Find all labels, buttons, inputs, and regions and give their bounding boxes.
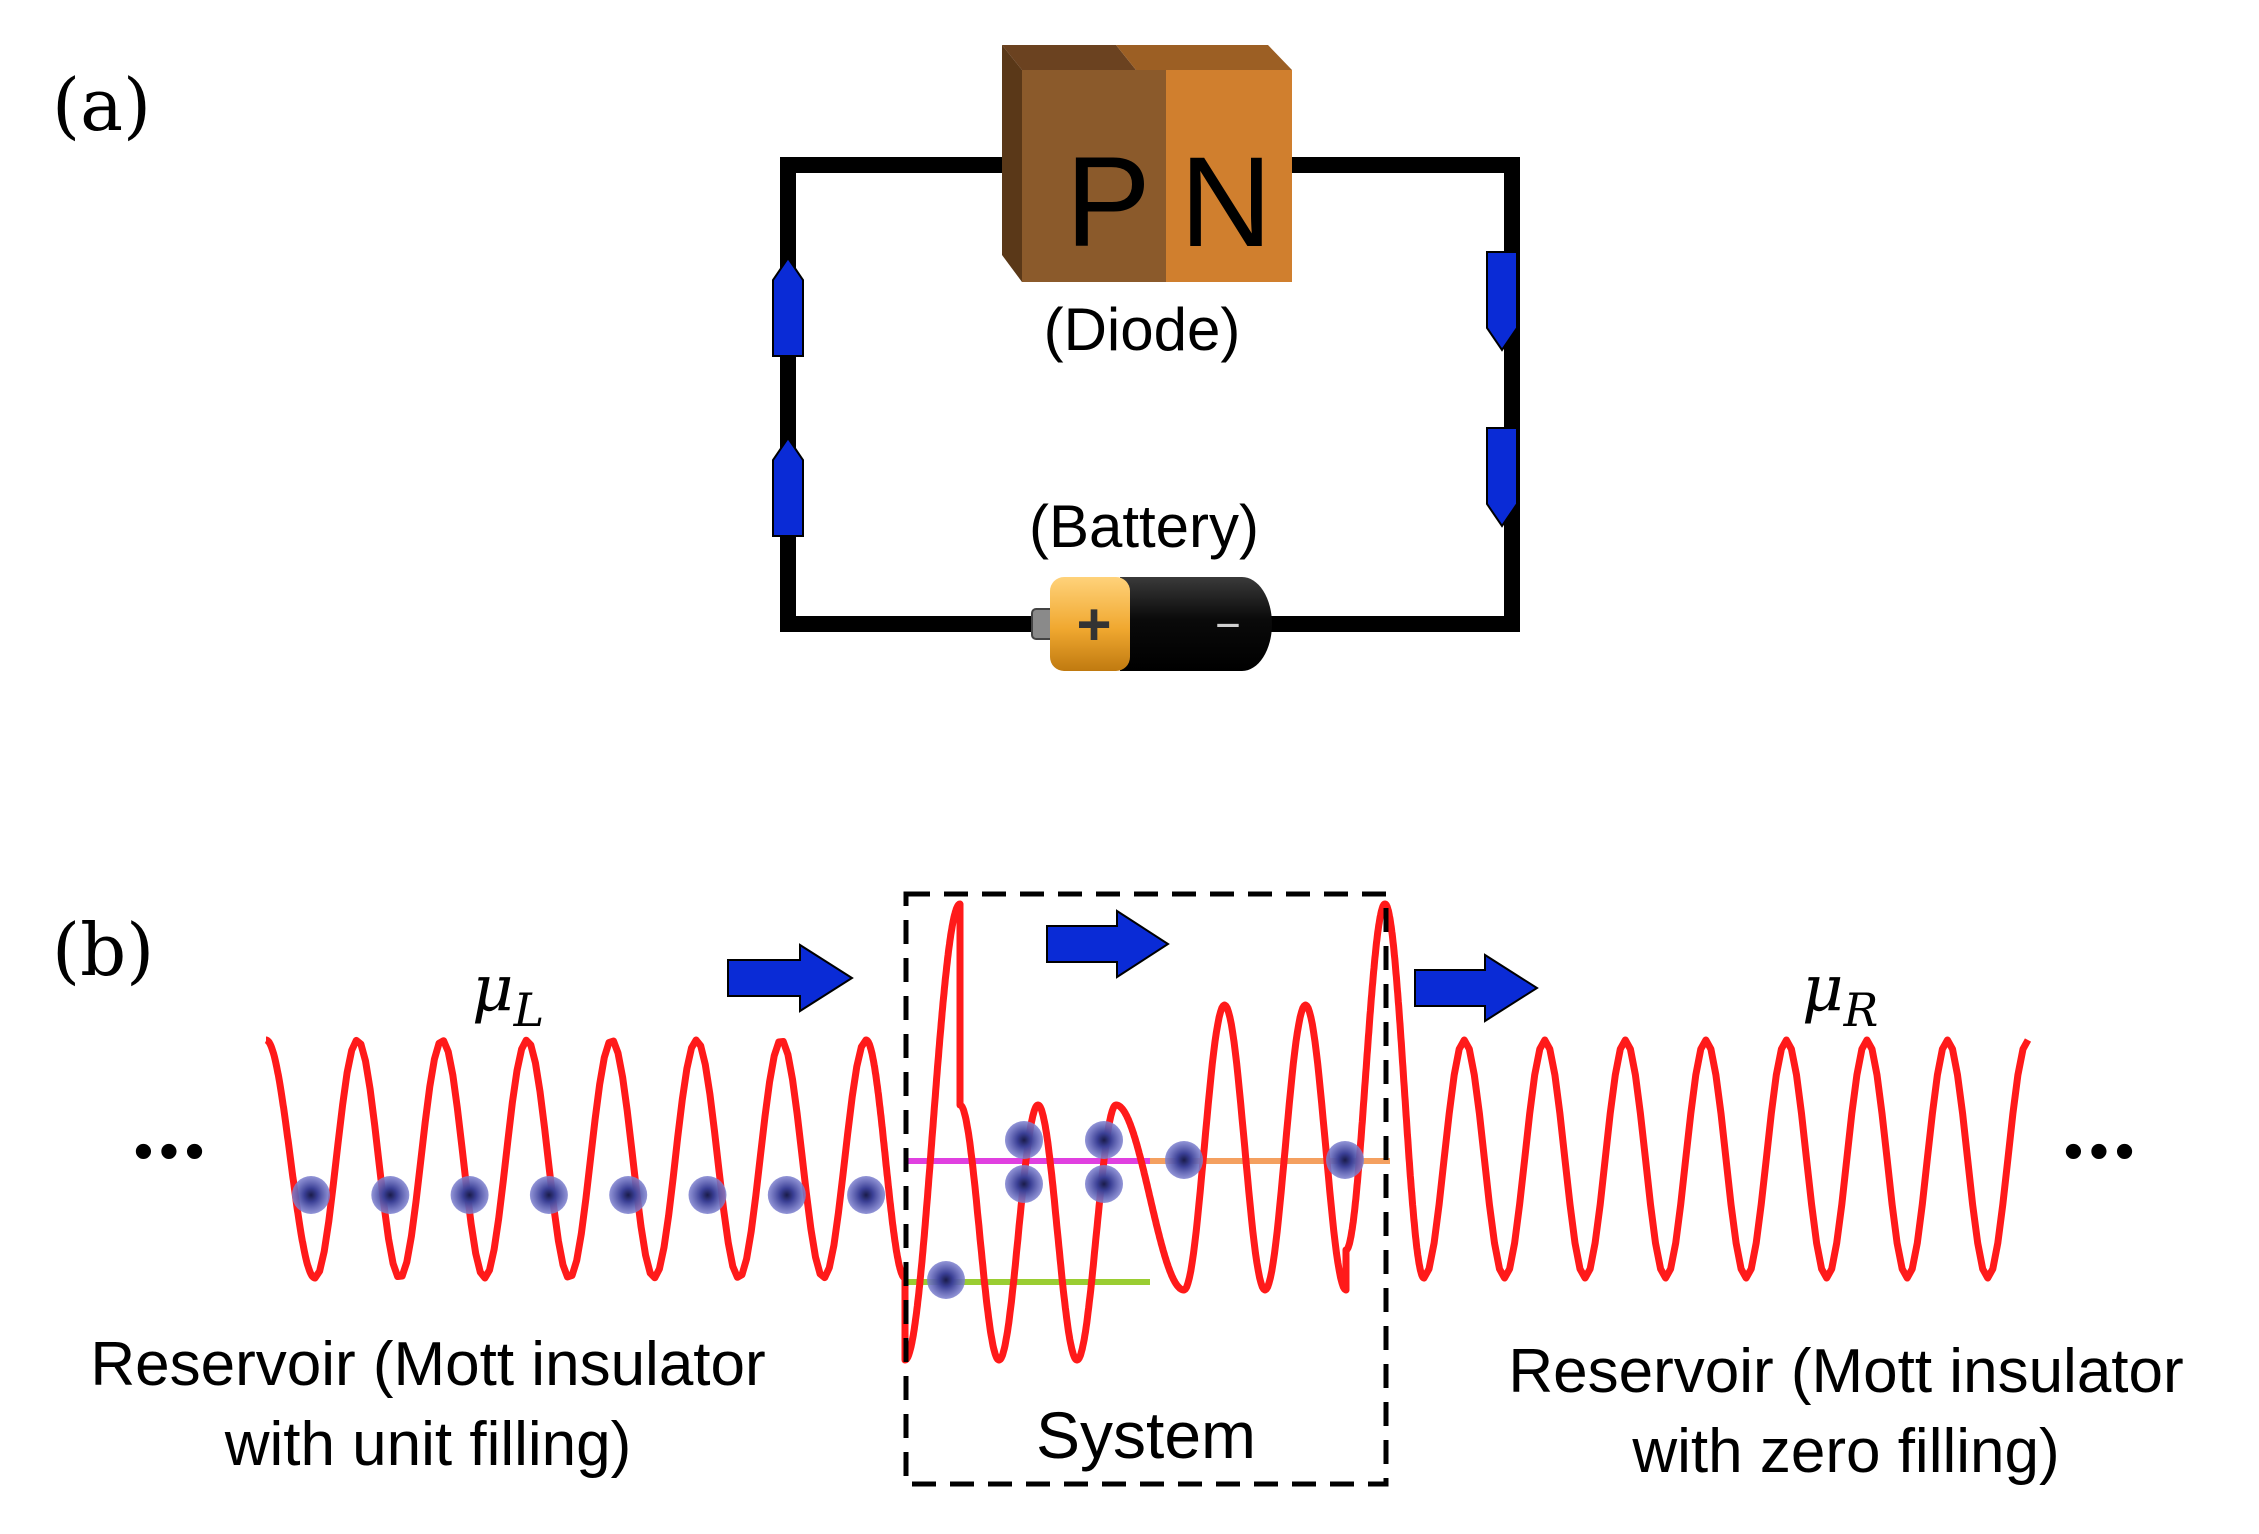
- atom-icon: [292, 1176, 330, 1214]
- atom-icon: [1005, 1121, 1043, 1159]
- diode-p-label: P: [1065, 131, 1150, 274]
- panel-b: (b) μL μR ••• ••• System Reservoir (Mott…: [52, 891, 2184, 1487]
- mu-right-label: μR: [1802, 952, 1878, 1037]
- mu-left-label: μL: [472, 952, 544, 1037]
- left-reservoir-line2: with unit filling): [224, 1410, 632, 1479]
- arrow-up-icon: [772, 256, 804, 357]
- flow-arrow-center: [1046, 909, 1170, 979]
- current-arrow-right-lower: [1486, 427, 1518, 528]
- atom-icon: [450, 1176, 489, 1214]
- circuit-wire: [780, 157, 1520, 632]
- atom-icon: [1085, 1165, 1123, 1203]
- current-arrow-left-upper: [772, 256, 804, 357]
- battery-caption: (Battery): [1029, 493, 1259, 560]
- atom-icon: [1326, 1141, 1364, 1179]
- flow-arrow-right: [1414, 953, 1539, 1023]
- mu-left-subscript: L: [513, 983, 545, 1037]
- panel-a: (a) P N (Diode) (Battery) + −: [52, 45, 1520, 671]
- left-reservoir-line1: Reservoir (Mott insulator: [90, 1330, 765, 1399]
- diode-n-label: N: [1180, 131, 1272, 274]
- battery-minus-symbol: −: [1215, 601, 1241, 650]
- system-box: [903, 891, 1389, 1487]
- atom-icon: [529, 1176, 568, 1214]
- diode: P N (Diode): [1002, 45, 1292, 363]
- diode-p-region: [1022, 70, 1166, 282]
- arrow-down-icon: [1486, 251, 1518, 352]
- panel-a-label: (a): [52, 63, 151, 147]
- atom-icon: [767, 1176, 806, 1214]
- arrow-up-icon: [772, 436, 804, 537]
- current-arrow-right-upper: [1486, 251, 1518, 352]
- battery: (Battery) + −: [1029, 493, 1272, 671]
- atom-icon: [371, 1176, 410, 1214]
- panel-b-label: (b): [52, 908, 154, 992]
- mu-left-symbol: μ: [472, 952, 514, 1026]
- right-reservoir-line1: Reservoir (Mott insulator: [1508, 1337, 2183, 1406]
- current-arrow-left-lower: [772, 436, 804, 537]
- atom-icon: [847, 1176, 886, 1214]
- battery-gold-body: [1050, 577, 1130, 671]
- diode-n-region: [1166, 70, 1292, 282]
- mu-right-subscript: R: [1843, 983, 1879, 1037]
- battery-plus-symbol: +: [1076, 591, 1111, 658]
- atom-icon: [927, 1261, 965, 1299]
- atom-icon: [1085, 1121, 1123, 1159]
- diode-top-face-n: [1116, 45, 1292, 70]
- battery-black-body: [1120, 577, 1272, 671]
- left-ellipsis: •••: [134, 1119, 211, 1182]
- system-label: System: [1036, 1398, 1256, 1472]
- atom-icon: [1005, 1165, 1043, 1203]
- right-reservoir-line2: with zero filling): [1631, 1417, 2059, 1486]
- diode-side-face: [1002, 45, 1022, 282]
- flow-arrow-left: [727, 943, 854, 1013]
- diode-caption: (Diode): [1044, 296, 1241, 363]
- diode-top-face: [1002, 45, 1136, 70]
- atom-icon: [688, 1176, 727, 1214]
- atom-icon: [609, 1176, 648, 1214]
- right-ellipsis: •••: [2064, 1119, 2141, 1182]
- arrow-down-icon: [1486, 427, 1518, 528]
- atoms: [292, 1121, 1364, 1299]
- atom-icon: [1165, 1141, 1203, 1179]
- optical-lattice-potential: [262, 900, 2032, 1364]
- mu-right-symbol: μ: [1802, 952, 1844, 1026]
